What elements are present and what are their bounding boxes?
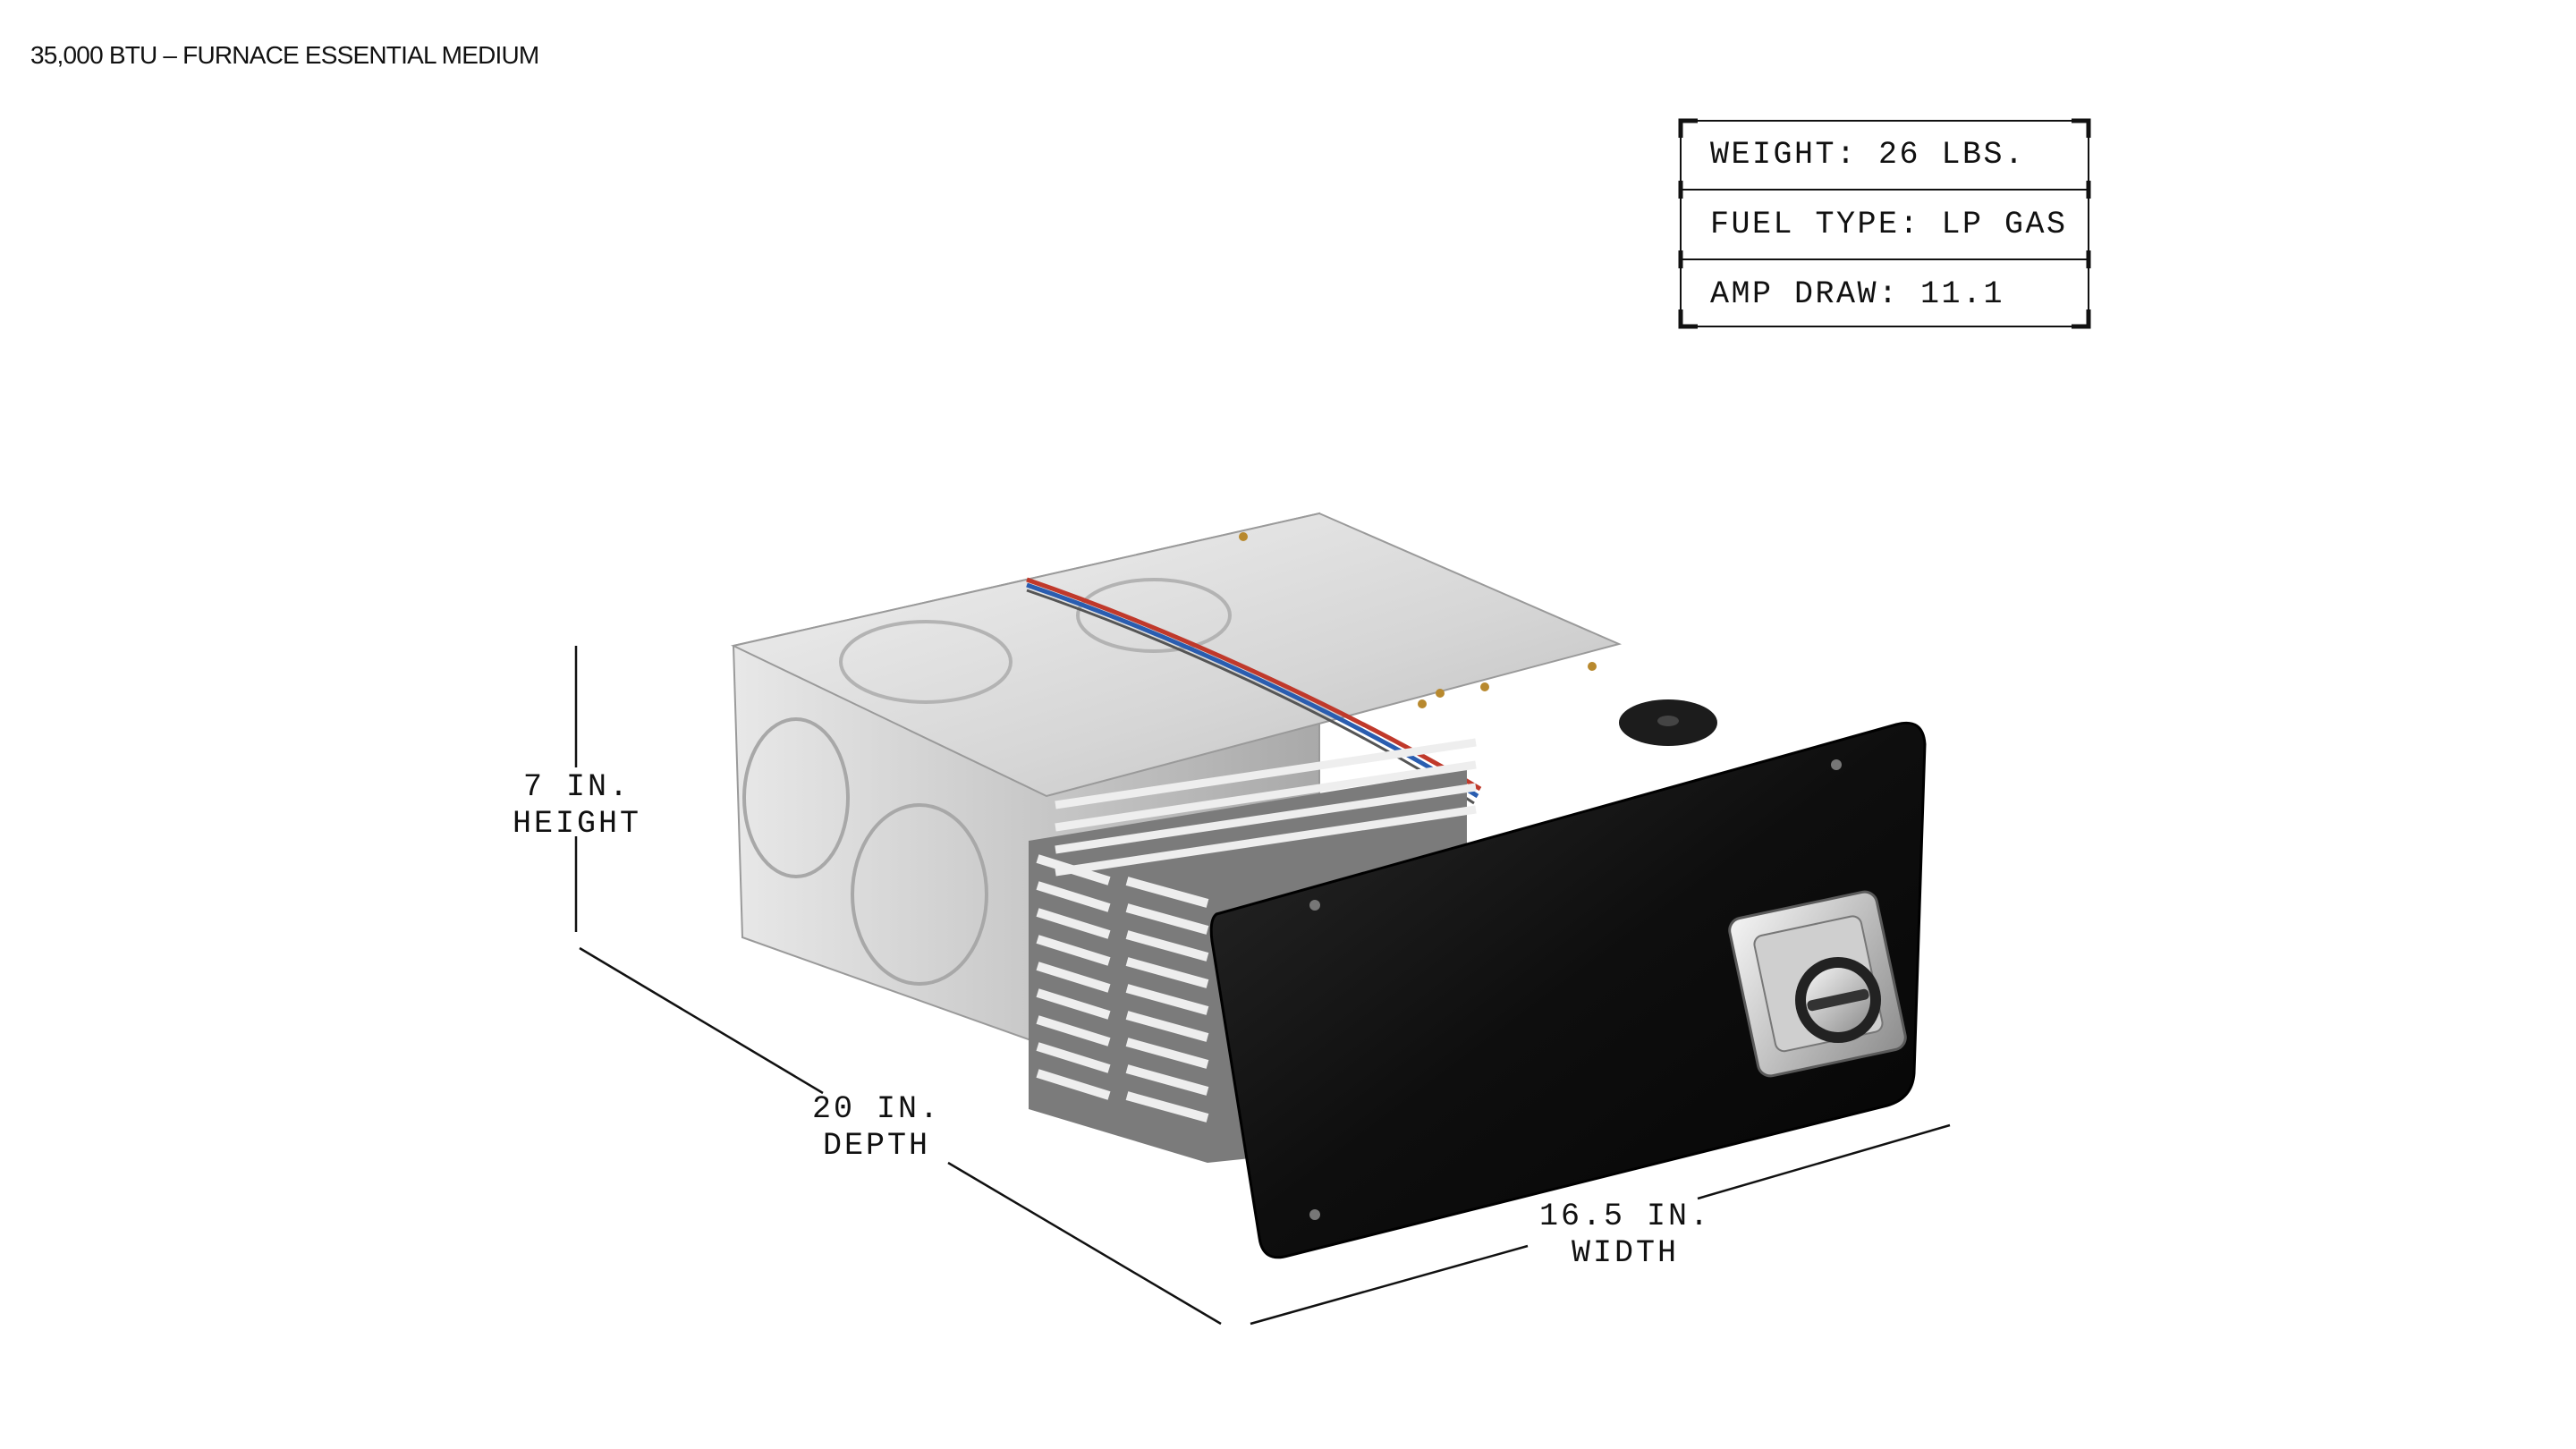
depth-value: 20 IN. (811, 1091, 942, 1127)
front-panel (1209, 721, 1927, 1259)
height-dimension-label: 7 IN. HEIGHT (501, 769, 653, 843)
depth-dimension-label: 20 IN. DEPTH (801, 1091, 953, 1165)
furnace-top-face (730, 512, 1717, 798)
spec-fuel-type: FUEL TYPE: LP GAS (1710, 207, 2068, 242)
height-name: HEIGHT (512, 806, 642, 842)
spec-weight: WEIGHT: 26 LBS. (1710, 137, 2026, 173)
page-title: 35,000 BTU – FURNACE ESSENTIAL MEDIUM (30, 41, 539, 69)
width-value: 16.5 IN. (1538, 1199, 1712, 1234)
depth-name: DEPTH (822, 1128, 931, 1164)
width-name: WIDTH (1571, 1235, 1680, 1271)
width-dimension-label: 16.5 IN. WIDTH (1531, 1199, 1719, 1272)
spec-box-frame (1678, 118, 2091, 329)
wire-harness (1026, 577, 1482, 805)
spec-box: WEIGHT: 26 LBS. FUEL TYPE: LP GAS AMP DR… (1678, 118, 2091, 329)
spec-amp-draw: AMP DRAW: 11.1 (1710, 276, 2005, 312)
height-value: 7 IN. (522, 769, 631, 805)
dimension-lines (574, 646, 1951, 1326)
